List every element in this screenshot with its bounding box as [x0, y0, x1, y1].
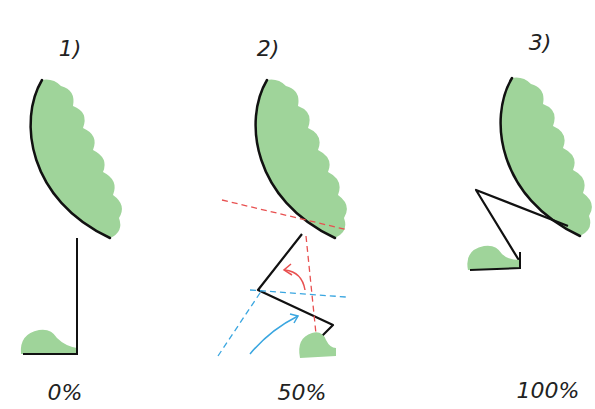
step-number: 1)	[59, 36, 82, 61]
percent-label: 0%	[48, 380, 83, 405]
step-number: 2)	[257, 36, 280, 61]
percent-label: 50%	[278, 380, 327, 405]
leaf-panel-2	[218, 80, 348, 358]
leaf-panel-1	[21, 80, 122, 354]
percent-label: 100%	[517, 378, 580, 403]
step-number: 3)	[529, 30, 552, 55]
leaf-panel-3	[467, 78, 592, 270]
